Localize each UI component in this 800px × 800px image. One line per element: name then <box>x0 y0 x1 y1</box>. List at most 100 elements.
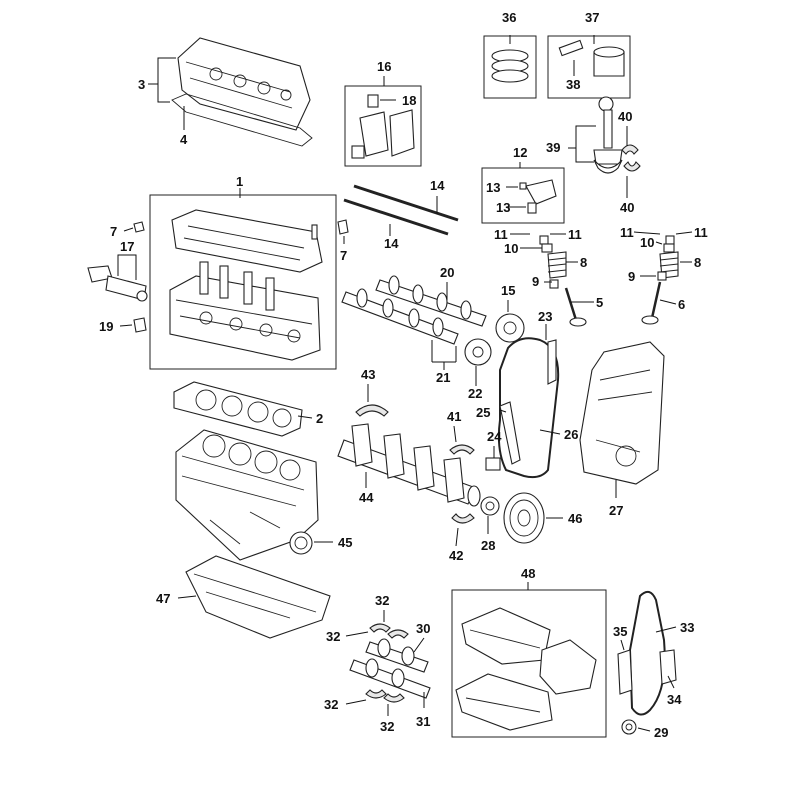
callout-8-left: 8 <box>580 255 587 270</box>
callout-36: 36 <box>502 10 516 25</box>
callout-3: 3 <box>138 77 145 92</box>
balancer-sprocket-part <box>621 719 637 735</box>
leader-lines <box>117 35 693 732</box>
callout-23: 23 <box>538 309 552 324</box>
callout-40-lower: 40 <box>620 200 634 215</box>
vtc-solenoid-part <box>87 265 148 302</box>
callout-11-a: 11 <box>494 227 508 242</box>
callout-35: 35 <box>613 624 627 639</box>
valve-train-right <box>641 235 679 325</box>
callout-7-right: 7 <box>340 248 347 263</box>
engine-block-part <box>175 429 319 561</box>
callout-25: 25 <box>476 405 490 420</box>
callout-40-upper: 40 <box>618 109 632 124</box>
callout-4: 4 <box>180 132 188 147</box>
callout-47: 47 <box>156 591 170 606</box>
exhaust-camshaft-part <box>341 288 459 345</box>
callout-42: 42 <box>449 548 463 563</box>
callout-9-left: 9 <box>532 274 539 289</box>
crankshaft-part <box>337 423 481 507</box>
callout-20: 20 <box>440 265 454 280</box>
callout-17: 17 <box>120 239 134 254</box>
rod-bearing-upper-part <box>621 144 639 155</box>
callout-34: 34 <box>667 692 682 707</box>
valve-cover-gasket-part <box>171 93 313 147</box>
callout-12: 12 <box>513 145 527 160</box>
callout-10-left: 10 <box>504 241 518 256</box>
oil-pump-assembly-part <box>455 607 597 731</box>
callout-30: 30 <box>416 621 430 636</box>
callout-13-lower: 13 <box>496 200 510 215</box>
balance-shaft-upper-part <box>365 638 429 673</box>
cylinder-head-part <box>169 209 323 361</box>
callout-29: 29 <box>654 725 668 740</box>
cylinder-head-group-box <box>149 194 337 370</box>
callout-24: 24 <box>487 429 502 444</box>
crank-sprocket-part <box>480 496 500 516</box>
thrust-bearing-part <box>449 444 475 455</box>
bolt-7b-part <box>337 219 349 235</box>
oil-pan-part <box>185 555 331 639</box>
piston-part <box>558 39 625 77</box>
callout-8-right: 8 <box>694 255 701 270</box>
balance-shaft-lower-part <box>349 658 431 699</box>
callout-45: 45 <box>338 535 352 550</box>
callout-16: 16 <box>377 59 391 74</box>
balance-bearing-b-part <box>387 629 409 639</box>
connecting-rod-part <box>593 96 623 174</box>
callout-5: 5 <box>596 295 603 310</box>
callout-14-upper: 14 <box>430 178 445 193</box>
rocker-arm-group-box <box>481 167 565 224</box>
timing-cover-part <box>579 341 665 485</box>
balance-bearing-a-part <box>369 623 391 633</box>
intake-camshaft-part <box>375 275 487 327</box>
balance-bearing-d-part <box>383 693 405 703</box>
callout-7-left: 7 <box>110 224 117 239</box>
balancer-chain-tensioner-part <box>617 649 633 695</box>
main-bearing-upper-part <box>355 404 389 417</box>
timing-chain-part <box>497 337 560 479</box>
valve-cover-part <box>177 37 311 131</box>
oil-pump-group-box <box>451 589 607 738</box>
callout-labels: 1 2 3 4 5 6 7 7 8 8 9 9 10 10 11 11 11 1… <box>99 10 708 740</box>
callout-39: 39 <box>546 140 560 155</box>
callout-26: 26 <box>564 427 578 442</box>
callout-43: 43 <box>361 367 375 382</box>
callout-44: 44 <box>359 490 374 505</box>
callout-46: 46 <box>568 511 582 526</box>
callout-11-b: 11 <box>568 227 582 242</box>
rocker-shaft-upper <box>353 184 459 222</box>
balance-bearing-c-part <box>365 689 387 699</box>
callout-32-left-lower: 32 <box>324 697 338 712</box>
balancer-chain-part <box>628 590 666 716</box>
callout-19: 19 <box>99 319 113 334</box>
rocker-shaft-lower <box>343 198 449 236</box>
callout-15: 15 <box>501 283 515 298</box>
crank-pulley-part <box>503 492 545 544</box>
callout-9-right: 9 <box>628 269 635 284</box>
intake-cam-sprocket-part <box>495 313 525 343</box>
callout-18: 18 <box>402 93 416 108</box>
callout-10-right: 10 <box>640 235 654 250</box>
piston-group-box <box>547 35 631 99</box>
callout-32-top: 32 <box>375 593 389 608</box>
balancer-chain-guide-part <box>659 649 677 685</box>
chain-tensioner-part <box>485 457 501 471</box>
callout-22: 22 <box>468 386 482 401</box>
callout-32-left-upper: 32 <box>326 629 340 644</box>
rod-bearing-lower-part <box>623 161 641 172</box>
head-gasket-part <box>173 381 303 437</box>
callout-27: 27 <box>609 503 623 518</box>
piston-rings-part <box>491 49 529 83</box>
exhaust-cam-sprocket-part <box>464 338 492 366</box>
callout-28: 28 <box>481 538 495 553</box>
callout-32-bottom: 32 <box>380 719 394 734</box>
main-bearing-lower-part <box>451 513 475 524</box>
valve-train-left <box>539 235 587 327</box>
callout-41: 41 <box>447 409 461 424</box>
callout-1: 1 <box>236 174 243 189</box>
tensioner-arm-part <box>499 401 521 465</box>
bolt-19-part <box>133 317 147 333</box>
callout-11-c: 11 <box>620 225 634 240</box>
